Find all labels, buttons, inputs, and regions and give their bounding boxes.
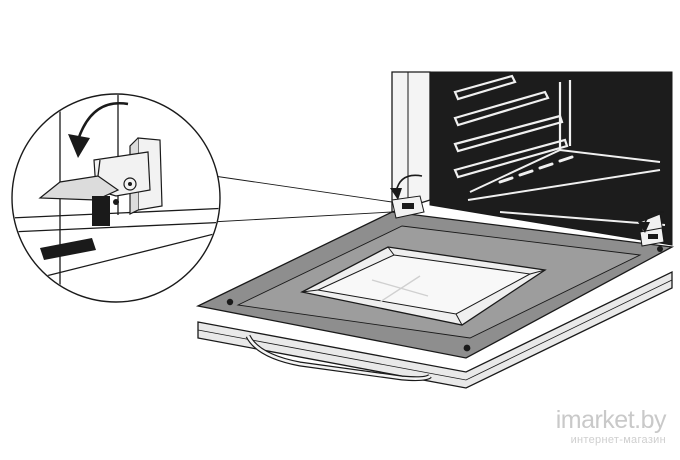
watermark-logo: imarket.by интернет-магазин	[555, 406, 667, 446]
rotate-arrow-icon	[390, 174, 423, 200]
oven-door	[195, 195, 675, 389]
oven-cavity	[391, 71, 673, 246]
rotate-arrow-icon	[638, 210, 665, 233]
door-screw	[657, 246, 663, 252]
door-screw	[226, 298, 234, 306]
heating-element-marks	[498, 155, 574, 184]
magnifier-callout	[11, 93, 393, 303]
watermark-brand: imarket.by	[555, 406, 667, 434]
rack-guides	[453, 74, 572, 179]
door-screw	[463, 344, 471, 352]
watermark-tagline: интернет-магазин	[570, 434, 666, 446]
